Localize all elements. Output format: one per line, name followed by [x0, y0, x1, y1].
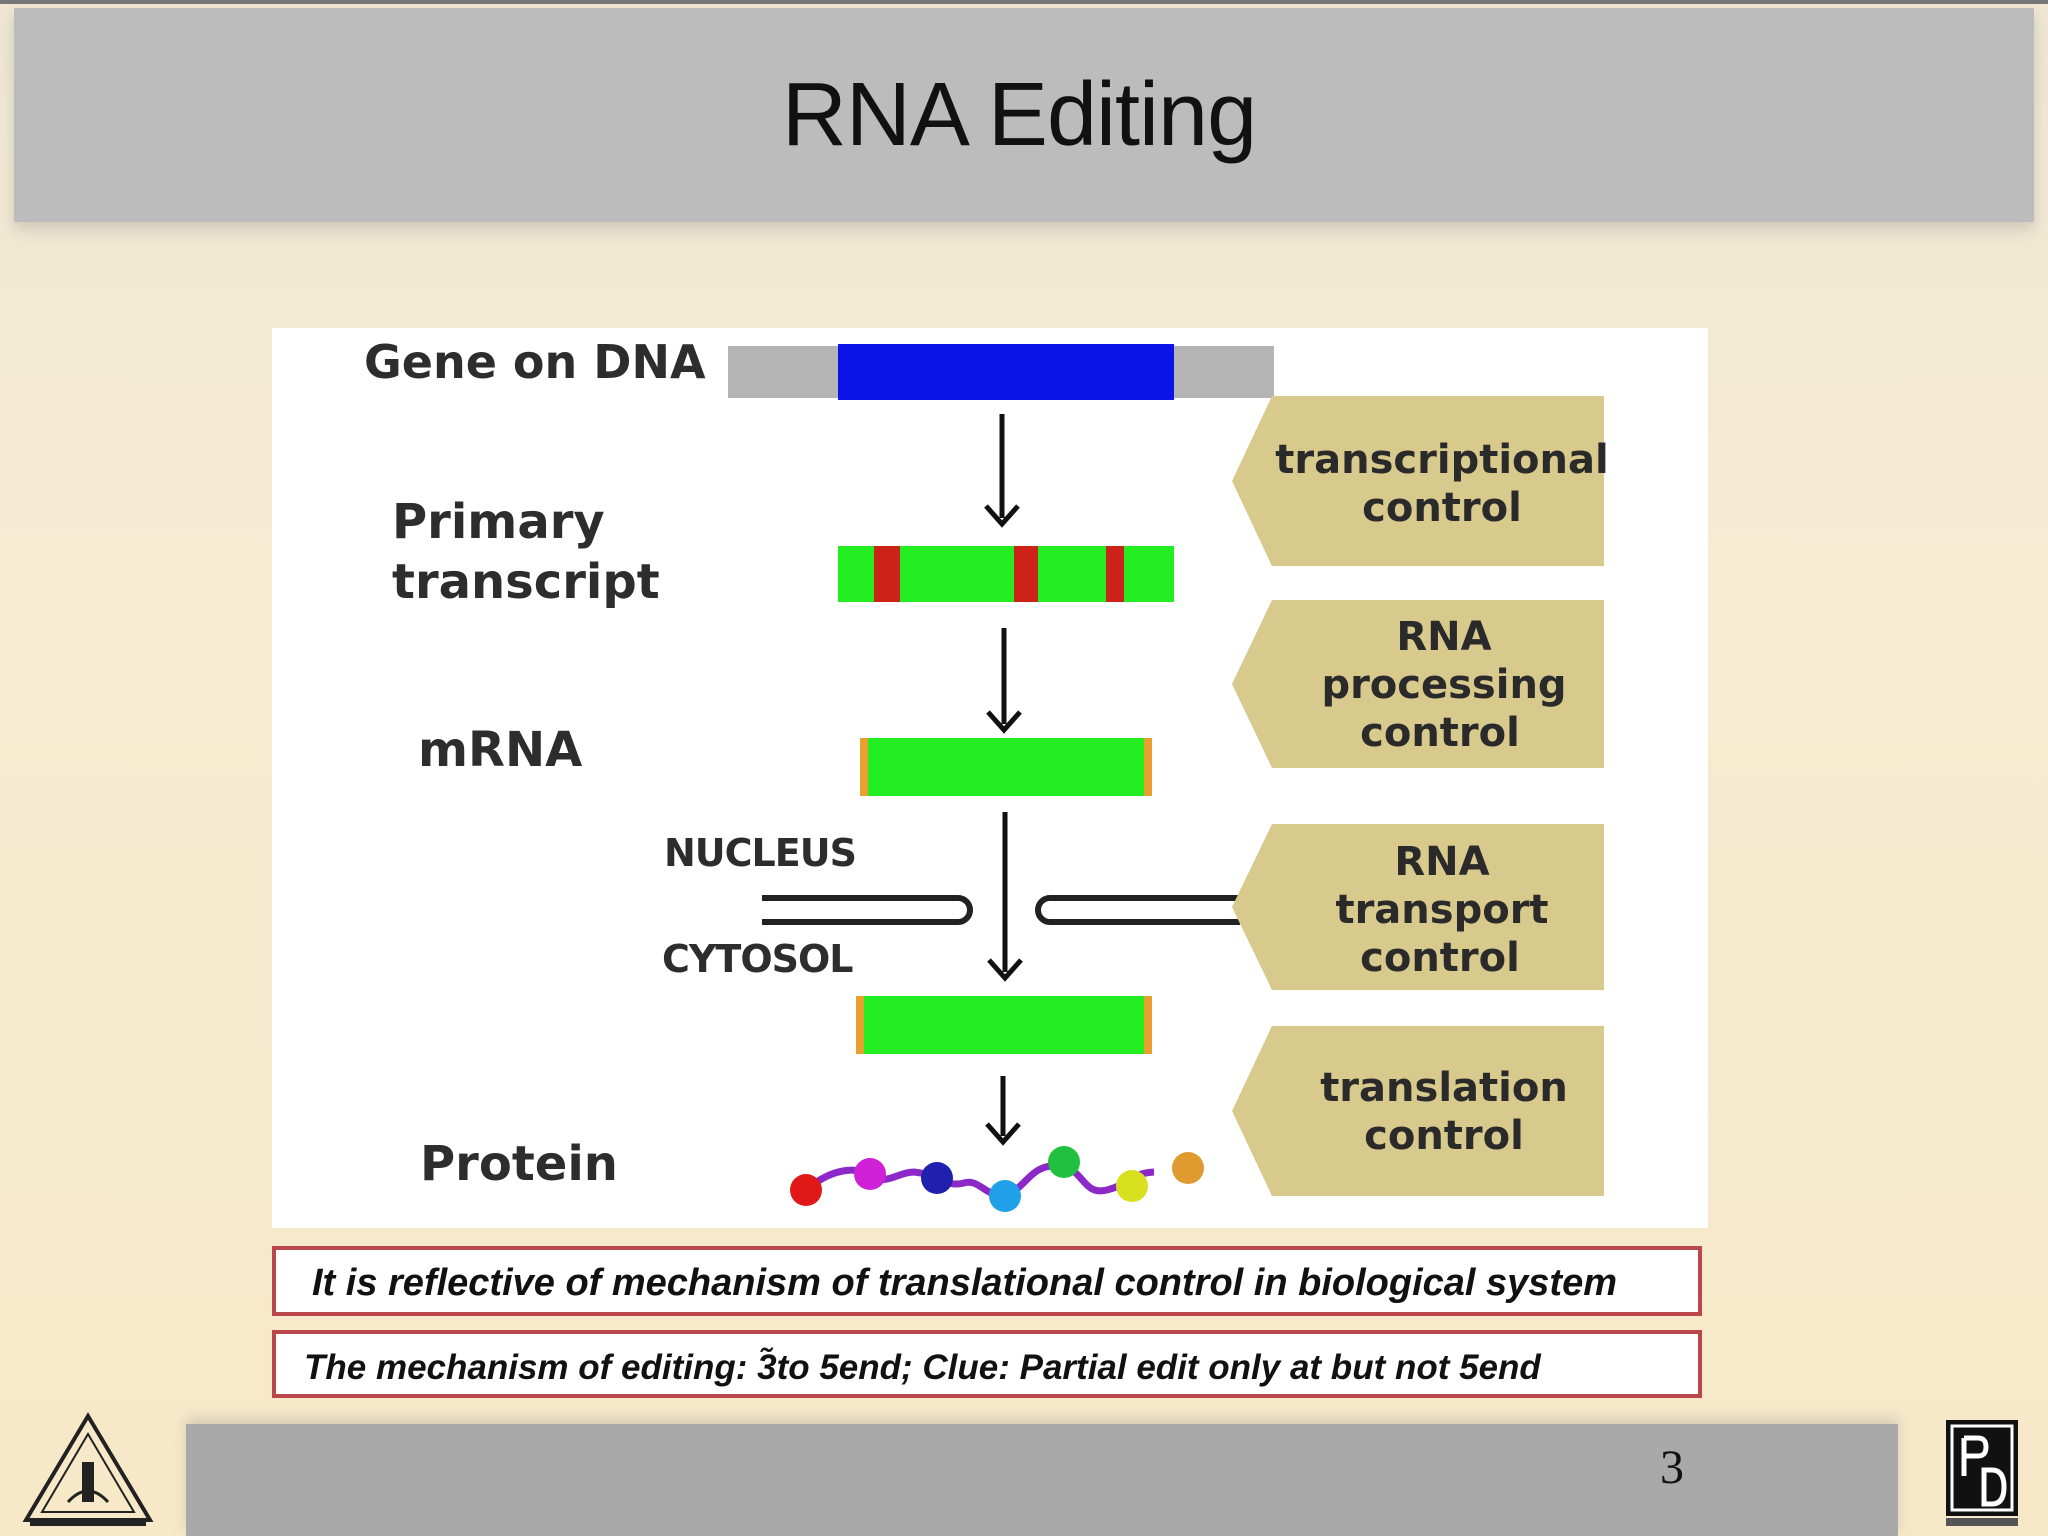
- gene-expression-diagram: Gene on DNA Primary transcript mRNA Prot…: [272, 328, 1708, 1228]
- slide-title: RNA Editing: [781, 65, 1257, 165]
- diagram-canvas: Gene on DNA Primary transcript mRNA Prot…: [364, 335, 1609, 1212]
- label-gene-on-dna: Gene on DNA: [364, 335, 706, 389]
- label-transcript: transcript: [392, 554, 660, 610]
- label-nucleus: NUCLEUS: [664, 831, 856, 875]
- svg-text:transcriptional: transcriptional: [1275, 437, 1608, 483]
- cytosol-mrna-bar: [856, 996, 1152, 1054]
- label-protein: Protein: [420, 1136, 618, 1192]
- nuclear-membrane: [762, 895, 1240, 925]
- pd-logo-icon: [1946, 1420, 2018, 1526]
- triangle-seal-icon: [22, 1412, 154, 1526]
- page-number: 3: [1660, 1441, 1684, 1494]
- mrna-bar: [860, 738, 1152, 796]
- svg-text:processing: processing: [1321, 662, 1566, 708]
- control-rna-transport: RNA transport control: [1232, 824, 1604, 990]
- label-cytosol: CYTOSOL: [662, 937, 853, 981]
- top-edge: [0, 0, 2048, 4]
- label-primary: Primary: [392, 494, 605, 550]
- footer-bar: [186, 1424, 1898, 1536]
- note-translational-control: It is reflective of mechanism of transla…: [272, 1246, 1702, 1316]
- control-rna-processing: RNA processing control: [1232, 600, 1604, 768]
- svg-text:transport: transport: [1335, 887, 1548, 933]
- svg-text:control: control: [1364, 1113, 1524, 1159]
- flow-arrows: [984, 414, 1023, 1146]
- svg-text:control: control: [1360, 935, 1520, 981]
- protein-chain: [790, 1146, 1204, 1212]
- svg-text:RNA: RNA: [1396, 614, 1491, 660]
- svg-text:control: control: [1362, 485, 1522, 531]
- label-mrna: mRNA: [418, 722, 582, 778]
- note-editing-mechanism: The mechanism of editing: 3̃to 5end; Clu…: [272, 1330, 1702, 1398]
- primary-transcript-bar: [838, 546, 1174, 602]
- control-translation: translation control: [1232, 1026, 1604, 1196]
- svg-text:control: control: [1360, 710, 1520, 756]
- title-bar: RNA Editing: [14, 8, 2034, 222]
- svg-text:translation: translation: [1320, 1065, 1568, 1111]
- svg-text:RNA: RNA: [1394, 839, 1489, 885]
- control-transcriptional: transcriptional control: [1232, 396, 1609, 566]
- dna-bar: [728, 344, 1274, 400]
